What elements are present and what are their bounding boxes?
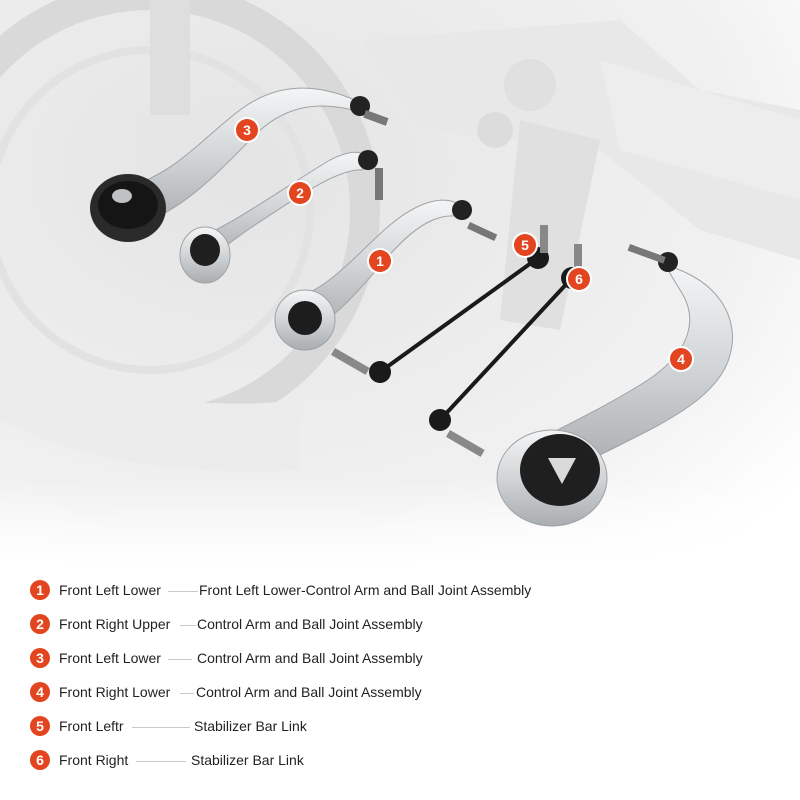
part-3-control-arm [90,87,389,242]
legend-divider [168,659,192,660]
legend-row: 6 Front Right Stabilizer Bar Link [30,750,790,774]
legend-divider [168,591,198,592]
marker-4: 4 [670,348,692,370]
product-scene: 3 2 1 5 6 4 [0,0,800,565]
background-car-chassis [0,0,800,565]
legend-number: 1 [30,580,50,600]
legend-number: 5 [30,716,50,736]
marker-3: 3 [236,119,258,141]
legend-row: 2 Front Right Upper Control Arm and Ball… [30,614,790,638]
legend-description: Stabilizer Bar Link [194,718,307,734]
legend-description: Stabilizer Bar Link [191,752,304,768]
legend-position: Front Left Lower [59,582,161,598]
suspension-parts-illustration [0,0,800,565]
legend-divider [180,693,194,694]
legend-divider [136,761,186,762]
marker-2: 2 [289,182,311,204]
legend-row: 1 Front Left Lower Front Left Lower-Cont… [30,580,790,604]
marker-1: 1 [369,250,391,272]
part-2-control-arm [179,150,383,284]
legend-position: Front Right Lower [59,684,171,700]
legend-position: Front Right [59,752,129,768]
part-5-stabilizer-link [331,225,549,383]
legend-number: 2 [30,614,50,634]
legend-divider [132,727,190,728]
marker-5: 5 [514,234,536,256]
legend-description: Control Arm and Ball Joint Assembly [196,684,422,700]
legend-divider [180,625,196,626]
marker-6: 6 [568,268,590,290]
legend-number: 3 [30,648,50,668]
legend-number: 4 [30,682,50,702]
legend-position: Front Leftr [59,718,124,734]
legend-description: Control Arm and Ball Joint Assembly [197,650,423,666]
legend-row: 5 Front Leftr Stabilizer Bar Link [30,716,790,740]
part-4-control-arm [496,244,733,527]
legend-position: Front Left Lower [59,650,161,666]
legend-number: 6 [30,750,50,770]
legend-row: 4 Front Right Lower Control Arm and Ball… [30,682,790,706]
legend-description: Front Left Lower-Control Arm and Ball Jo… [199,582,532,598]
legend-position: Front Right Upper [59,616,171,632]
legend-description: Control Arm and Ball Joint Assembly [197,616,423,632]
legend-row: 3 Front Left Lower Control Arm and Ball … [30,648,790,672]
